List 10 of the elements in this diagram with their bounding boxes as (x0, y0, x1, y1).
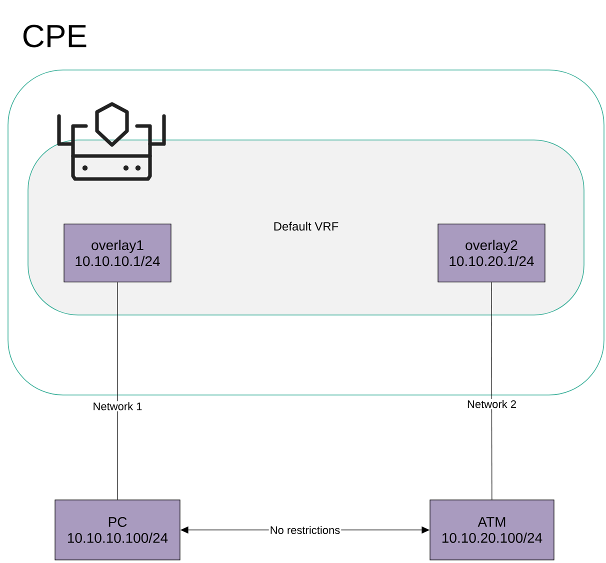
device-box: overlay1 10.10.10.1/24 (64, 224, 172, 282)
device-box: overlay2 10.10.20.1/24 (438, 224, 546, 282)
connector (491, 282, 492, 500)
edge-label: Network 2 (466, 399, 518, 410)
connector (117, 282, 118, 500)
device-box: PC 10.10.10.100/24 (54, 500, 180, 560)
edge-label: Network 1 (92, 401, 144, 412)
device-box: ATM 10.10.20.100/24 (430, 500, 554, 560)
edge-label: No restrictions (268, 524, 342, 536)
group-title: CPE (23, 24, 86, 48)
